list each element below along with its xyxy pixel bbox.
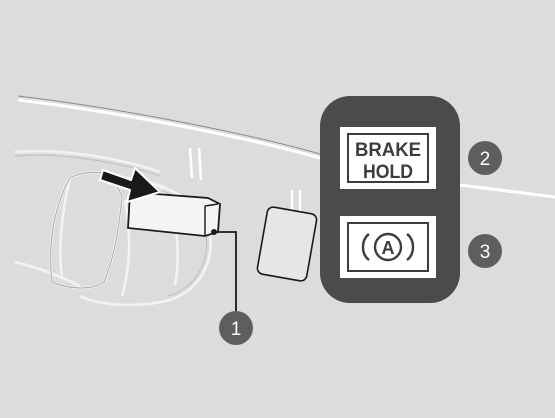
callout-3: 3	[468, 234, 502, 268]
callout-2-number: 2	[480, 149, 491, 170]
accelerator-pedal	[256, 190, 318, 282]
dashboard-line	[17, 98, 555, 199]
brake-pedal	[127, 191, 221, 237]
auto-hold-indicator: A	[340, 216, 436, 278]
brake-hold-indicator: BRAKE HOLD	[340, 127, 436, 189]
brake-hold-line2: HOLD	[363, 162, 413, 183]
dashboard-line-shade	[17, 95, 321, 155]
callout-1-number: 1	[231, 319, 242, 340]
brake-hold-line1: BRAKE	[355, 140, 421, 161]
press-arrow-icon	[99, 167, 161, 203]
auto-hold-icon: A	[361, 232, 415, 262]
callout-3-number: 3	[480, 242, 491, 263]
callout-1-leader	[214, 231, 237, 318]
callout-1: 1	[219, 311, 253, 345]
brake-pedal-rods	[188, 147, 203, 181]
callout-2: 2	[468, 141, 502, 175]
control-panel: BRAKE HOLD A	[320, 96, 460, 303]
auto-hold-symbol: A	[382, 238, 395, 258]
